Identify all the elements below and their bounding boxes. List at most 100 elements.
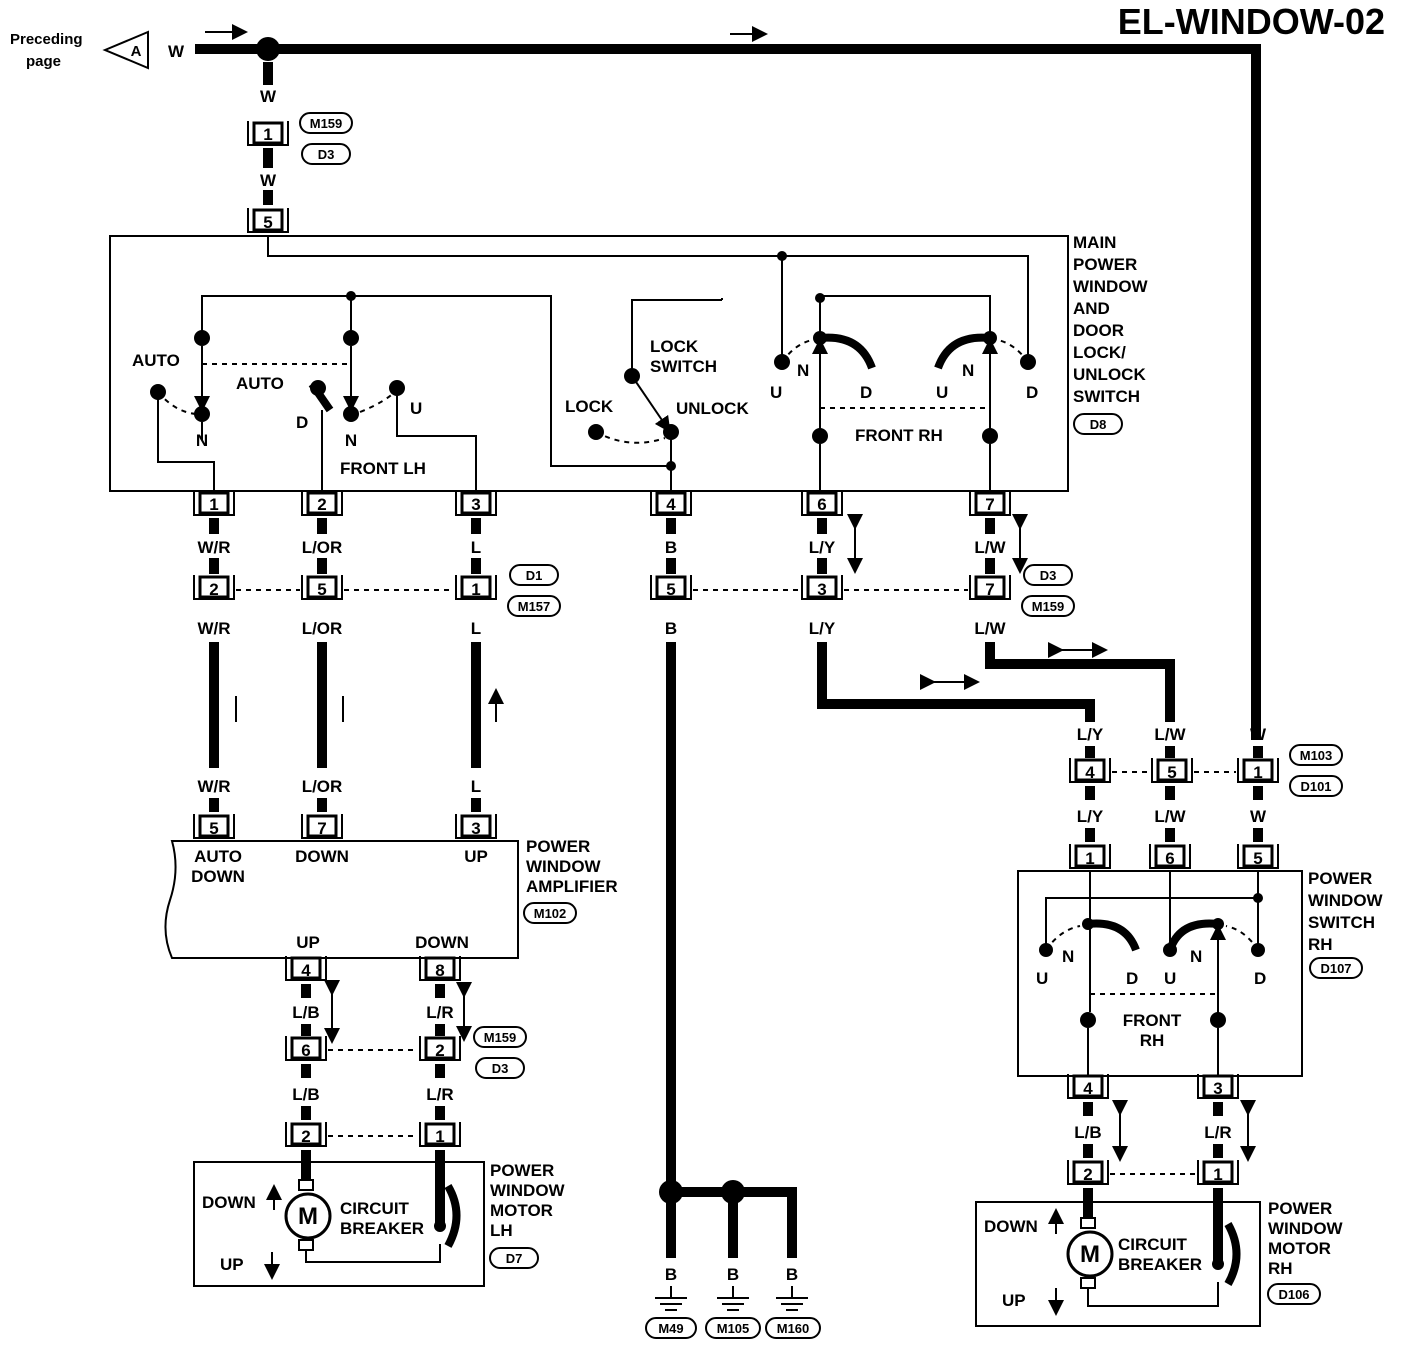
dash <box>781 339 813 363</box>
pin-label: 1 <box>1085 849 1094 868</box>
connector-tag <box>1073 413 1123 435</box>
main-switch-name-line: SWITCH <box>1073 387 1140 406</box>
wire-label: L/OR <box>302 619 343 638</box>
wire-label: L/Y <box>809 538 836 557</box>
motor-rh-up-label: UP <box>1002 1291 1026 1310</box>
dot <box>982 428 998 444</box>
lh-u-label: U <box>410 399 422 418</box>
connector-tag-label: M157 <box>518 599 551 614</box>
rh-d-label-2: D <box>1026 383 1038 402</box>
preceding-label-2: page <box>26 53 61 70</box>
pin-label: 7 <box>317 819 326 838</box>
pin-label: 3 <box>817 580 826 599</box>
motor-lh-m: M <box>298 1203 318 1230</box>
circuit-breaker-rh <box>1224 1222 1241 1286</box>
wire-label: B <box>665 538 677 557</box>
motor-lh-name-line: MOTOR <box>490 1201 553 1220</box>
connector-tag-label: D101 <box>1300 779 1331 794</box>
connector-tag-label: D107 <box>1320 961 1351 976</box>
tag <box>1289 744 1343 766</box>
front-rh-label: FRONT RH <box>855 426 943 445</box>
wire <box>1087 919 1140 952</box>
tag <box>1267 1283 1321 1305</box>
thick <box>1085 786 1263 800</box>
amp-auto-down-label: DOWN <box>191 867 245 886</box>
motor-lh-name-line: POWER <box>490 1161 554 1180</box>
motor-lh-down-label: DOWN <box>202 1193 256 1212</box>
lock-label: LOCK <box>565 397 614 416</box>
motor-rh-down-label: DOWN <box>984 1217 1038 1236</box>
wire <box>1087 1282 1219 1307</box>
switch-rh-name-line: POWER <box>1308 869 1372 888</box>
connector-tag-label: D106 <box>1278 1287 1309 1302</box>
main-switch-name: MAIN POWER WINDOW AND DOOR LOCK/ UNLOCK … <box>1073 233 1149 406</box>
wire-label: W <box>1250 725 1267 744</box>
thick <box>301 984 445 998</box>
pin-label: 5 <box>263 213 272 232</box>
pin-label: 4 <box>301 961 311 980</box>
rh2-n-label-2: N <box>1190 947 1202 966</box>
tag <box>705 1317 761 1339</box>
pin-label: 5 <box>1167 763 1176 782</box>
rh-d-label: D <box>860 383 872 402</box>
connector-a-shape <box>102 30 149 70</box>
dash <box>997 339 1029 363</box>
connector-tag-label: M103 <box>1300 748 1333 763</box>
main-switch-name-line: POWER <box>1073 255 1137 274</box>
breaker-lh-label: CIRCUIT <box>340 1199 410 1218</box>
motor-rh-name: POWER WINDOW MOTOR RH <box>1268 1199 1344 1278</box>
wire-label: L/R <box>1204 1123 1231 1142</box>
breaker-rh-label-2: BREAKER <box>1118 1255 1202 1274</box>
diagram-title: EL-WINDOW-02 <box>1118 1 1385 42</box>
switch-rh-name: POWER WINDOW SWITCH RH <box>1308 869 1384 954</box>
dot <box>812 428 828 444</box>
wire-label: L <box>471 777 481 796</box>
pin-label: 2 <box>209 580 218 599</box>
ground-symbol <box>717 1286 749 1311</box>
tag <box>507 595 561 617</box>
ground-symbol <box>655 1286 687 1311</box>
dot <box>1212 1258 1224 1270</box>
pin-label: 6 <box>301 1041 310 1060</box>
ground-symbols <box>655 1286 808 1311</box>
internal-wire <box>267 236 1029 362</box>
pin-label: 1 <box>263 125 272 144</box>
box <box>298 1179 314 1191</box>
wire-label: W <box>260 171 277 190</box>
wire-label: L/W <box>974 619 1006 638</box>
wire-label: L/W <box>974 538 1006 557</box>
motor-lh-name-line: LH <box>490 1221 513 1240</box>
wire <box>157 392 215 492</box>
thick <box>209 642 481 768</box>
wire-label: L/B <box>292 1085 319 1104</box>
pin-label: 1 <box>435 1127 444 1146</box>
preceding-wire-label: W <box>168 42 185 61</box>
breaker-lh-label-2: BREAKER <box>340 1219 424 1238</box>
wire-label: L/W <box>1154 807 1186 826</box>
thick <box>1085 746 1263 758</box>
amplifier-name: POWER WINDOW AMPLIFIER <box>526 837 618 896</box>
pin-label: 1 <box>209 495 218 514</box>
tag <box>489 1247 539 1269</box>
wire <box>305 1244 441 1263</box>
main-switch-name-line: MAIN <box>1073 233 1116 252</box>
pin-label: 2 <box>301 1127 310 1146</box>
wire-label: W/R <box>197 538 230 557</box>
switch-rh-name-line: SWITCH <box>1308 913 1375 932</box>
wire-label: L/Y <box>1077 807 1104 826</box>
thick <box>301 1064 445 1078</box>
pin-label: 2 <box>1083 1165 1092 1184</box>
thick <box>1083 1144 1223 1158</box>
rh-u-label-2: U <box>936 383 948 402</box>
wire <box>631 375 671 433</box>
connector-tag-label: D1 <box>526 568 543 583</box>
motor-lh-symbol <box>284 1192 332 1240</box>
motor-rh-name-line: WINDOW <box>1268 1219 1344 1238</box>
front-lh-label: FRONT LH <box>340 459 426 478</box>
pin-label: 1 <box>1253 763 1262 782</box>
wire-label: L/R <box>426 1085 453 1104</box>
lh-d-label: D <box>296 413 308 432</box>
amplifier-box <box>164 840 519 959</box>
connector-tag-label: D3 <box>492 1061 509 1076</box>
wire <box>1166 919 1219 952</box>
